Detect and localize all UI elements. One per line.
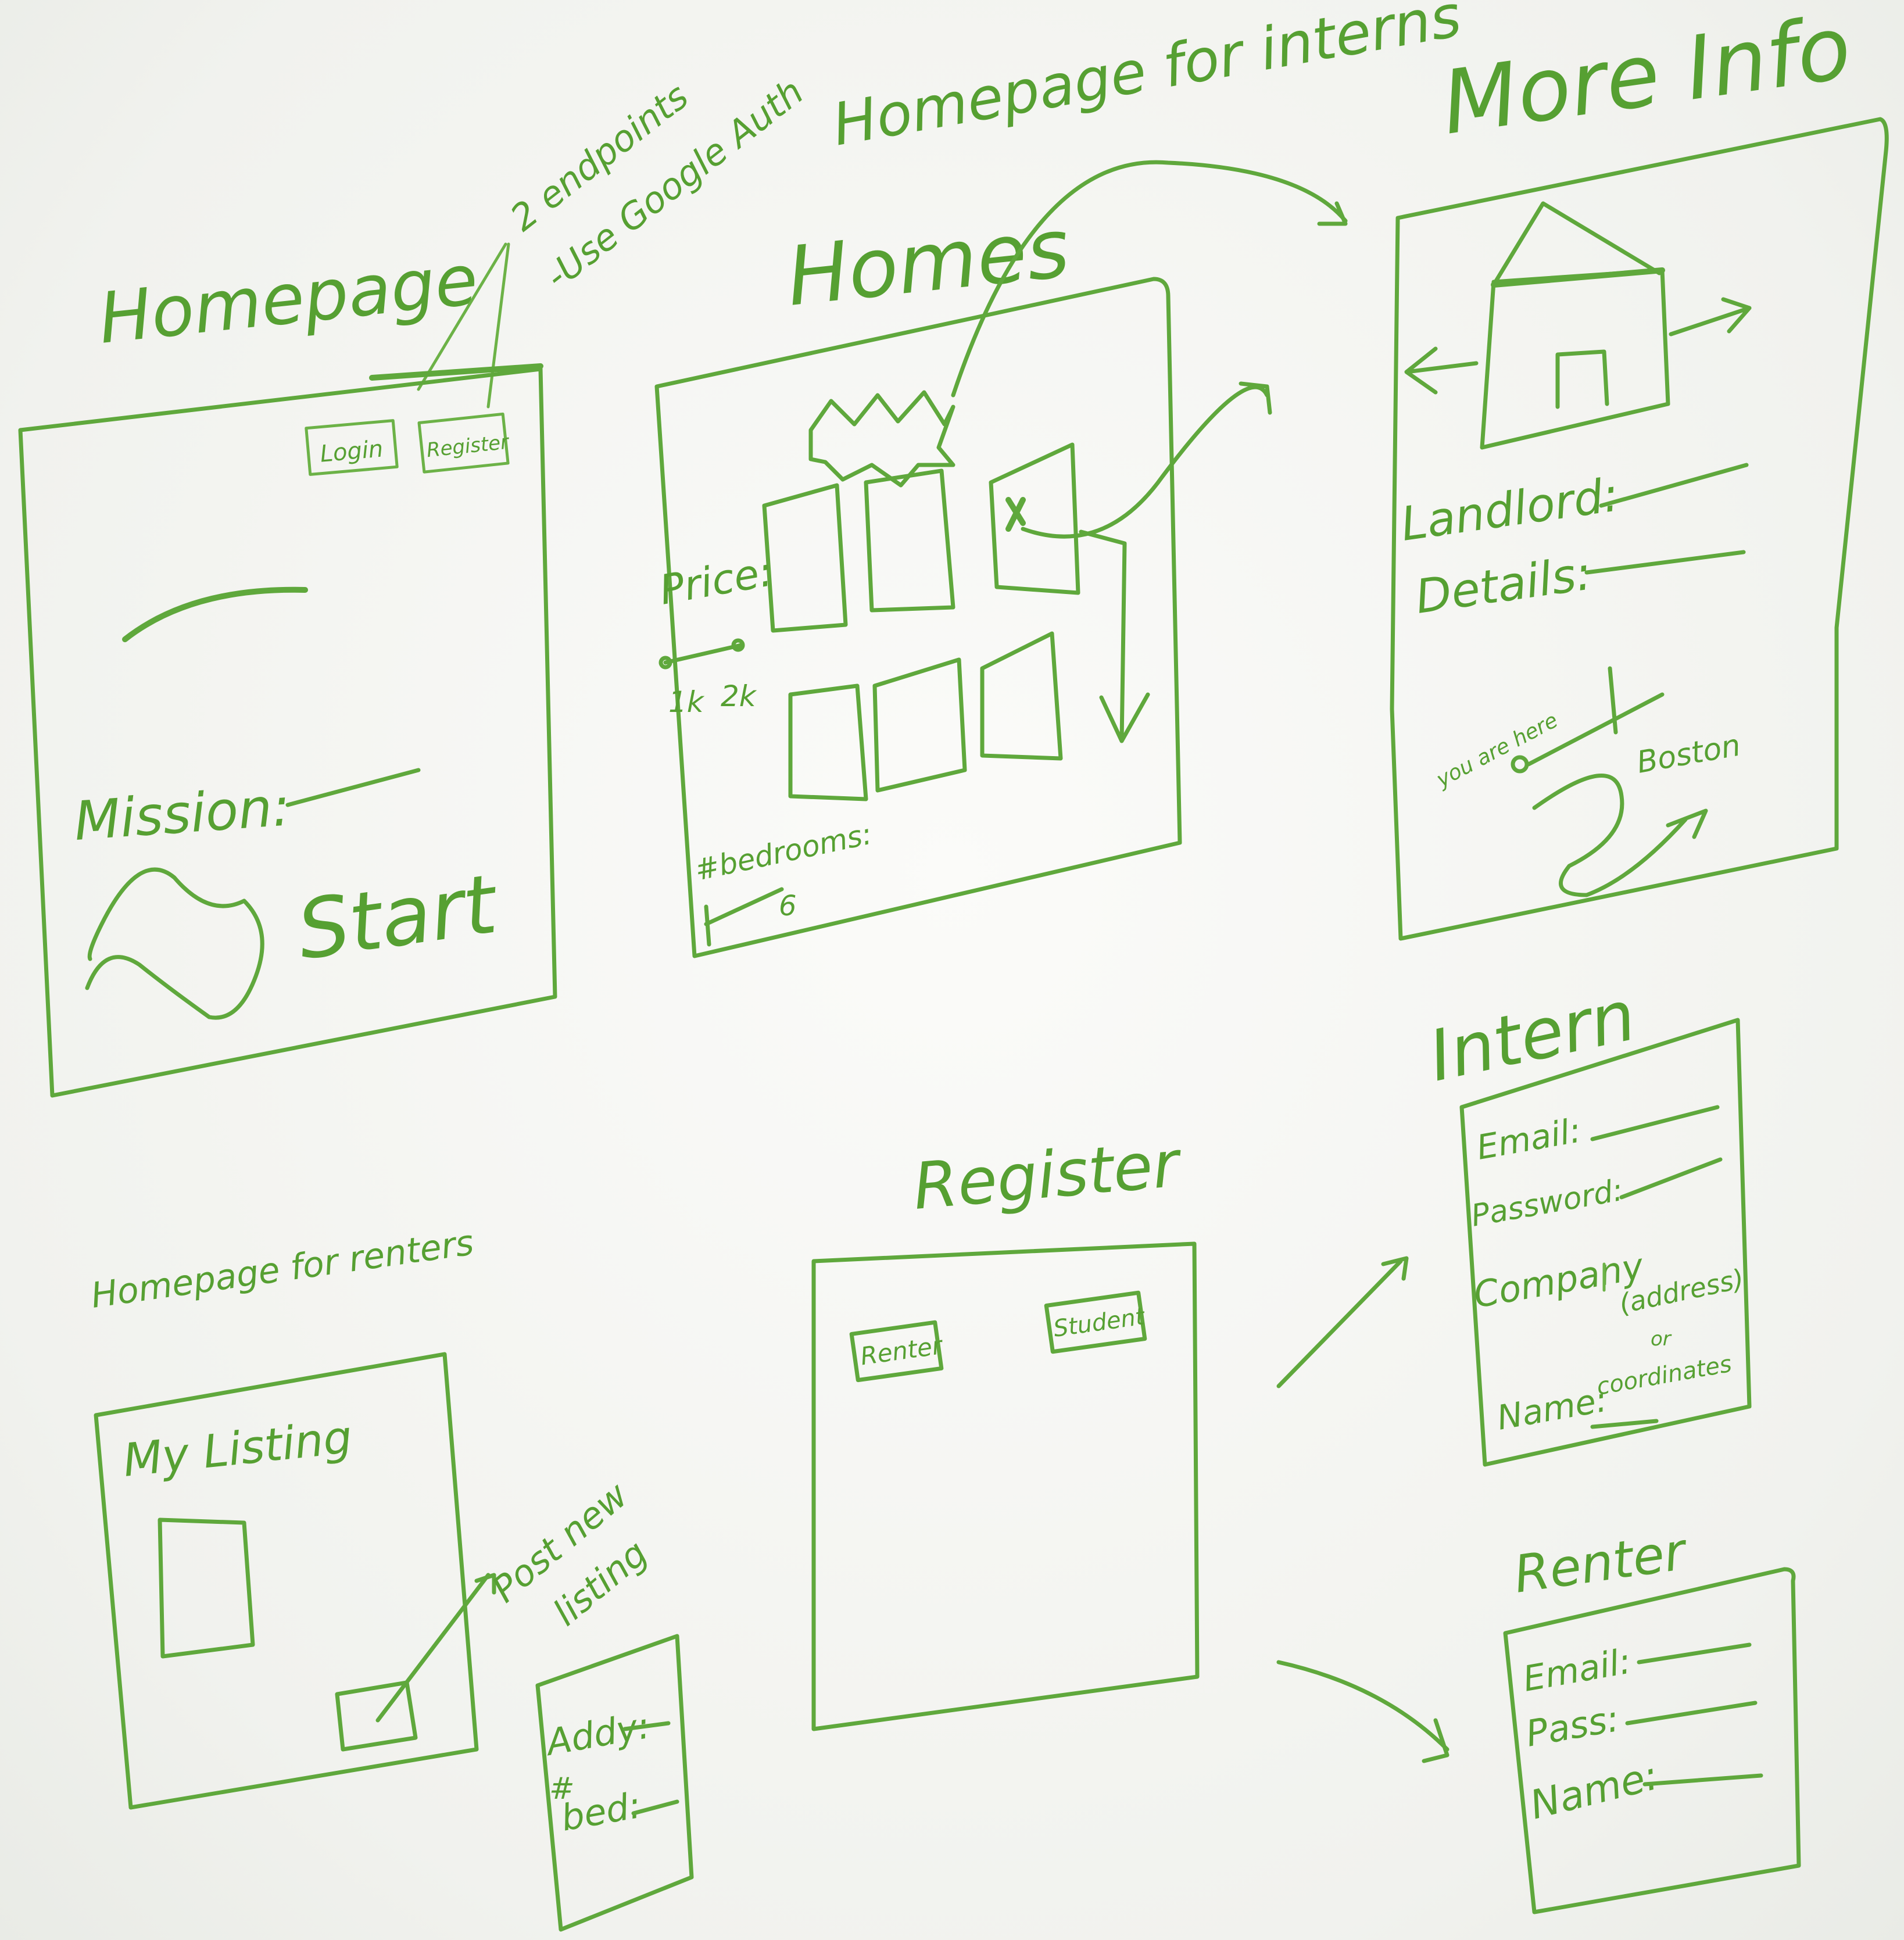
- renter-email-label: Email:: [1520, 1641, 1634, 1699]
- intern-coordinates-label: coordinates: [1595, 1351, 1734, 1401]
- mission-line: [285, 768, 421, 807]
- addy-label: Addy:: [541, 1704, 653, 1764]
- map-you-label: you are here: [1432, 708, 1562, 793]
- intern-email-field[interactable]: [1590, 1105, 1720, 1141]
- price-max: 2k: [721, 679, 757, 713]
- interns-title: Homepage for interns: [828, 0, 1466, 159]
- map-area[interactable]: you are here Boston: [1432, 666, 1743, 897]
- addy-field[interactable]: [622, 1721, 671, 1731]
- renter-button[interactable]: Renter: [849, 1320, 946, 1383]
- homepage-title: Homepage: [95, 239, 482, 360]
- headline-placeholder: [122, 586, 308, 642]
- intern-name-field[interactable]: [1590, 1419, 1659, 1429]
- renter-title: Renter: [1511, 1521, 1692, 1605]
- more-info-title: More Info: [1436, 0, 1857, 155]
- register-frame: Renter Student: [811, 1241, 1200, 1731]
- homes-frame: Price: 1k 2k #bedrooms: 6: [654, 277, 1182, 958]
- price-min: 1k: [668, 685, 705, 719]
- register-title: Register: [910, 1126, 1185, 1224]
- auth-note-pointer: [417, 242, 510, 409]
- renter-email-field[interactable]: [1637, 1642, 1752, 1665]
- featured-listing-sparkle: [808, 390, 955, 488]
- my-listing-card[interactable]: [158, 1517, 255, 1659]
- renters-title: Homepage for renters: [88, 1222, 476, 1316]
- register-button[interactable]: Register: [417, 412, 511, 474]
- renter-pass-label: Pass:: [1523, 1697, 1622, 1755]
- price-label: Price:: [656, 547, 776, 614]
- renter-button-label: Renter: [858, 1331, 945, 1371]
- more-info-frame: Landlord: Details: you are here Boston: [1390, 117, 1889, 941]
- intern-title: Intern: [1422, 975, 1642, 1097]
- renter-form: Email: Pass: Name:: [1503, 1567, 1801, 1914]
- login-button[interactable]: Login: [305, 419, 399, 476]
- student-button[interactable]: Student: [1044, 1290, 1147, 1354]
- add-listing-button[interactable]: [335, 1680, 418, 1752]
- homepage-frame: Login Register Mission: Start: [18, 363, 557, 1098]
- intern-password-label: Password:: [1469, 1173, 1626, 1234]
- bed-field[interactable]: [631, 1799, 679, 1816]
- arrow-to-post-listing: [375, 1573, 496, 1723]
- login-label: Login: [319, 435, 384, 467]
- hero-image-blob: [85, 867, 264, 1020]
- house-image: [1480, 201, 1670, 450]
- intern-email-label: Email:: [1474, 1110, 1584, 1167]
- details-label: Details:: [1412, 546, 1595, 624]
- renter-name-label: Name:: [1526, 1753, 1663, 1829]
- arrow-listing-to-more-info: [1021, 381, 1272, 539]
- prev-image-arrow[interactable]: [1404, 346, 1479, 395]
- intern-name-label: Name:: [1494, 1380, 1610, 1438]
- renters-frame: My Listing: [94, 1352, 479, 1810]
- landlord-label: Landlord:: [1398, 467, 1622, 552]
- arrow-homes-to-more-info: [951, 160, 1348, 398]
- bed-label-line1: #: [549, 1771, 575, 1806]
- next-image-arrow[interactable]: [1669, 297, 1752, 337]
- mission-label: Mission:: [72, 775, 292, 853]
- intern-or-label: or: [1651, 1327, 1672, 1351]
- renter-pass-field[interactable]: [1625, 1701, 1758, 1726]
- bedrooms-value: 6: [779, 890, 797, 922]
- price-slider[interactable]: 1k 2k: [658, 638, 757, 719]
- arrow-register-to-renter: [1276, 1660, 1450, 1763]
- auth-note: 2 endpoints -Use Google Auth: [417, 70, 811, 409]
- bedrooms-label: #bedrooms:: [692, 817, 875, 887]
- intern-password-field[interactable]: [1619, 1157, 1723, 1200]
- post-listing-form: Addy: # bed:: [535, 1634, 694, 1932]
- bedrooms-slider[interactable]: 6: [704, 887, 797, 947]
- my-listing-label: My Listing: [121, 1411, 355, 1487]
- map-dest-label: Boston: [1634, 728, 1743, 781]
- renter-name-field[interactable]: [1642, 1773, 1763, 1787]
- start-button[interactable]: Start: [292, 857, 504, 979]
- arrow-register-to-intern: [1276, 1256, 1409, 1388]
- student-button-label: Student: [1052, 1303, 1147, 1343]
- intern-form: Email: Password: Company (address) or co…: [1459, 1018, 1752, 1467]
- register-label: Register: [425, 431, 511, 463]
- scroll-down-arrow: [1079, 529, 1150, 743]
